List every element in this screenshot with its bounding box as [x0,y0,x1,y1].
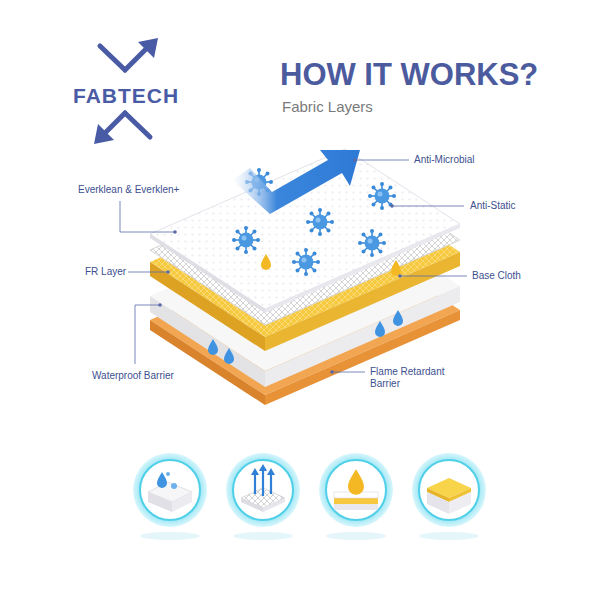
callout-label: Base Cloth [472,270,521,282]
callout-label: Everklean & Everklen+ [78,184,179,196]
subtitle: Fabric Layers [282,98,373,116]
logo-text: FABTECH [73,83,179,108]
callout-label: Flame Retardant Barrier [370,366,465,390]
callout-label: FR Layer [85,266,126,278]
callout-label: Waterproof Barrier [92,370,174,382]
callout-label: Anti-Static [470,200,516,212]
callout-label: Anti-Microbial [414,154,475,166]
page-title: HOW IT WORKS? [280,56,538,93]
